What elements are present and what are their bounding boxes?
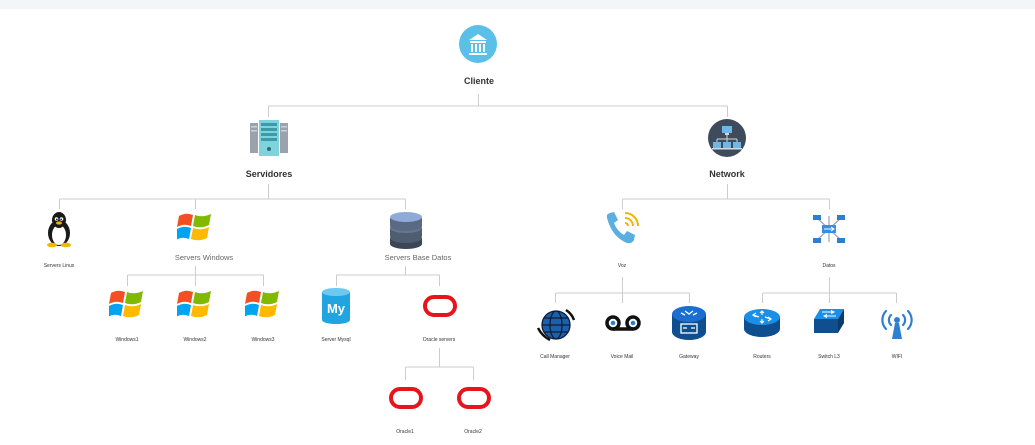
network-switch-icon[interactable] [811,212,847,246]
switch-l3-label: Switch L3 [818,354,840,360]
server-mysql-label: Server Mysql [321,337,351,343]
server-rack-icon[interactable] [249,119,289,157]
wifi-antenna-icon[interactable] [879,305,915,341]
oracle1-label: Oracle1 [396,429,414,435]
routers-label: Routers [753,354,771,360]
call-manager-label: Call Manager [540,354,570,360]
wifi-label: WIFI [891,354,903,360]
voice-mail-label: Voice Mail [610,354,634,360]
oracle-logo-icon[interactable] [388,386,424,410]
oracle-servers-label: Oracle servers [422,337,456,343]
top-toolbar-strip [0,0,1035,9]
datos-label: Datos [822,263,836,269]
voicemail-icon[interactable] [605,312,641,334]
network-computers-icon[interactable] [708,119,746,157]
cliente-label: Cliente [463,76,495,86]
database-stack-icon[interactable] [388,210,424,250]
windows3-label: Windows3 [251,337,275,343]
linux-penguin-icon[interactable] [41,210,77,248]
servers-windows-label: Servers Windows [174,253,234,262]
oracle2-label: Oracle2 [464,429,482,435]
oracle-logo-icon[interactable] [456,386,492,410]
bank-icon[interactable] [459,25,497,63]
windows-logo-icon[interactable] [176,288,213,322]
windows2-label: Windows2 [183,337,207,343]
voz-label: Voz [617,263,627,269]
gateway-router-icon[interactable] [671,305,707,341]
servidores-label: Servidores [245,169,293,179]
servers-linux-label: Servers Linux [43,263,75,269]
oracle-logo-icon[interactable] [422,294,458,318]
network-label: Network [709,169,745,179]
globe-network-icon[interactable] [536,306,576,342]
windows-logo-icon[interactable] [176,211,213,245]
windows-logo-icon[interactable] [108,288,145,322]
windows1-label: Windows1 [115,337,139,343]
router-icon[interactable] [743,308,781,338]
mysql-icon[interactable]: My [321,287,351,325]
gateway-label: Gateway [679,354,699,360]
servers-base-datos-label: Servers Base Datos [384,253,452,262]
svg-text:My: My [327,301,346,316]
switch-l3-icon[interactable] [812,307,846,337]
phone-icon[interactable] [603,210,643,248]
windows-logo-icon[interactable] [244,288,281,322]
